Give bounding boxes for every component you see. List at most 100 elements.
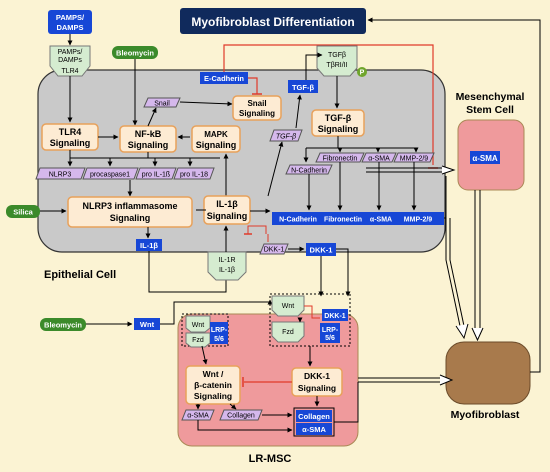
- fzd-receptor-right: [271, 321, 305, 343]
- mapk-sig-1: MAPK: [204, 130, 228, 139]
- wnt-receptor-top: [271, 295, 305, 317]
- nfkb-sig-2: Signaling: [128, 140, 169, 150]
- tgfb-sig-2: Signaling: [318, 124, 359, 134]
- lrp-left-1: LRP-: [211, 327, 228, 334]
- procaspase-tag-text: procaspase1: [90, 172, 130, 179]
- diagram-title: Myofibroblast Differentiation: [191, 15, 354, 29]
- tgfb-blue-label: [288, 80, 318, 93]
- dkk1-sig-1: DKK-1: [304, 371, 330, 381]
- snail-sig-2: Signaling: [239, 109, 275, 118]
- asma-blue-text: α-SMA: [302, 425, 326, 434]
- e-cadherin-text: E-Cadherin: [204, 74, 244, 83]
- fibronectin-tag: [315, 152, 365, 163]
- bleomycin-bottom-text: Bleomycin: [44, 321, 82, 330]
- lrp-left-label: [210, 322, 228, 344]
- pro-il18-tag: [173, 167, 215, 180]
- fibronectin-tag-text: Fibronectin: [323, 156, 358, 163]
- msc-title-2: Stem Cell: [466, 104, 514, 116]
- tgfb-blue-text: TGF-β: [292, 83, 314, 92]
- snail-signaling-box: [232, 95, 282, 121]
- wnt-receptor-top-text: Wnt: [282, 303, 295, 310]
- lrp-right-1: LRP-: [322, 327, 339, 334]
- pamps-top-2: DAMPS: [56, 23, 83, 32]
- phospho-badge: [357, 67, 367, 77]
- tgfb-rec-2: TβRI/II: [326, 62, 347, 69]
- nfkb-sig-1: NF-kB: [135, 129, 162, 139]
- marker-bar: [272, 212, 444, 225]
- dkk1-blue-label: [306, 243, 336, 256]
- n-cadherin-tag: [285, 164, 333, 175]
- marker-mmp: MMP-2/9: [404, 217, 433, 224]
- marker-ncad: N-Cadherin: [279, 217, 317, 224]
- bleomycin-top-text: Bleomycin: [116, 49, 154, 58]
- asma-tag-text: α-SMA: [368, 156, 390, 163]
- myofibroblast-label: Myofibroblast: [451, 409, 520, 421]
- dkk1-receptor-label: [322, 309, 348, 321]
- asma-lr-tag: [181, 409, 215, 421]
- wnt-blue-label: [134, 318, 160, 330]
- collagen-blue-label: [296, 410, 332, 422]
- tlr4-sig-1: TLR4: [59, 127, 82, 137]
- tlr4-rec-2: DAMPs: [58, 57, 82, 64]
- tgfb-tag-text: TGF-β: [276, 134, 296, 141]
- il1b-blue-text: IL-1β: [140, 241, 158, 250]
- epithelial-cell-label: Epithelial Cell: [44, 269, 116, 281]
- il1b-blue-label: [136, 239, 162, 251]
- e-cadherin-label: [200, 72, 248, 84]
- il1b-sig-2: Signaling: [207, 211, 248, 221]
- wnt-bc-1: Wnt /: [203, 369, 224, 379]
- msc-asma-text: α-SMA: [472, 154, 498, 163]
- dkk1-tag: [259, 243, 289, 255]
- pro-il18-text: pro IL-18: [180, 172, 208, 179]
- collagen-lr-text: Collagen: [227, 413, 255, 420]
- tgfb-receptor: [316, 45, 358, 77]
- snail-sig-1: Snail: [247, 99, 266, 108]
- dkk1-blue-text: DKK-1: [310, 246, 333, 255]
- asma-blue-label: [296, 423, 332, 435]
- tgfb-sig-1: TGF-β: [325, 113, 352, 123]
- snail-tag: [143, 97, 181, 108]
- fzd-left-text: Fzd: [192, 337, 204, 344]
- tgfb-tag: [269, 129, 303, 142]
- nlrp3-inf-1: NLRP3 inflammasome: [82, 201, 177, 211]
- wnt-left-text: Wnt: [192, 322, 205, 329]
- snail-tag-text: Snail: [154, 101, 170, 108]
- il1r-2: IL-1β: [219, 267, 235, 274]
- pamps-damps-label: [48, 10, 92, 34]
- mmp-tag: [393, 152, 435, 163]
- dkk1-sig-2: Signaling: [298, 383, 336, 393]
- wnt-bc-3: Signaling: [194, 391, 232, 401]
- lrp-left-2: 5/6: [214, 336, 224, 343]
- nlrp3-tag-text: NLRP3: [49, 172, 72, 179]
- tgfb-rec-1: TGFβ: [328, 52, 346, 59]
- myofibroblast-cell: [445, 341, 531, 405]
- il1r-1: IL-1R: [218, 257, 235, 264]
- title-box: [180, 8, 366, 34]
- tlr4-receptor: [49, 45, 91, 77]
- silica-text: Silica: [13, 208, 33, 217]
- pro-il1b-text: pro IL-1ß: [142, 172, 170, 179]
- mapk-sig-2: Signaling: [196, 140, 237, 150]
- wnt-blue-text: Wnt: [140, 320, 155, 329]
- il1b-sig-1: IL-1β: [216, 199, 238, 209]
- bleomycin-bottom-label: [40, 318, 86, 331]
- lrp-right-2: 5/6: [325, 335, 335, 342]
- msc-asma-label: [470, 151, 500, 164]
- pro-il1b-tag: [135, 167, 177, 180]
- lrp-right-label: [320, 323, 340, 343]
- mmp-tag-text: MMP-2/9: [400, 156, 429, 163]
- procaspase-tag: [82, 167, 139, 180]
- marker-asma: α-SMA: [370, 217, 392, 224]
- wnt-bcatenin-signaling-box: [185, 365, 241, 405]
- silica-label: [6, 205, 40, 218]
- asma-lr-text: α-SMA: [187, 413, 209, 420]
- collagen-lr-tag: [219, 409, 263, 421]
- phospho-text: P: [360, 70, 365, 77]
- pamps-top-1: PAMPS/: [56, 13, 85, 22]
- nlrp3-inflammasome-box: [67, 196, 193, 228]
- nlrp3-tag: [35, 167, 86, 180]
- asma-tag: [361, 152, 397, 163]
- il1r-receptor: [207, 251, 247, 281]
- tlr4-rec-1: PAMPs/: [58, 49, 83, 56]
